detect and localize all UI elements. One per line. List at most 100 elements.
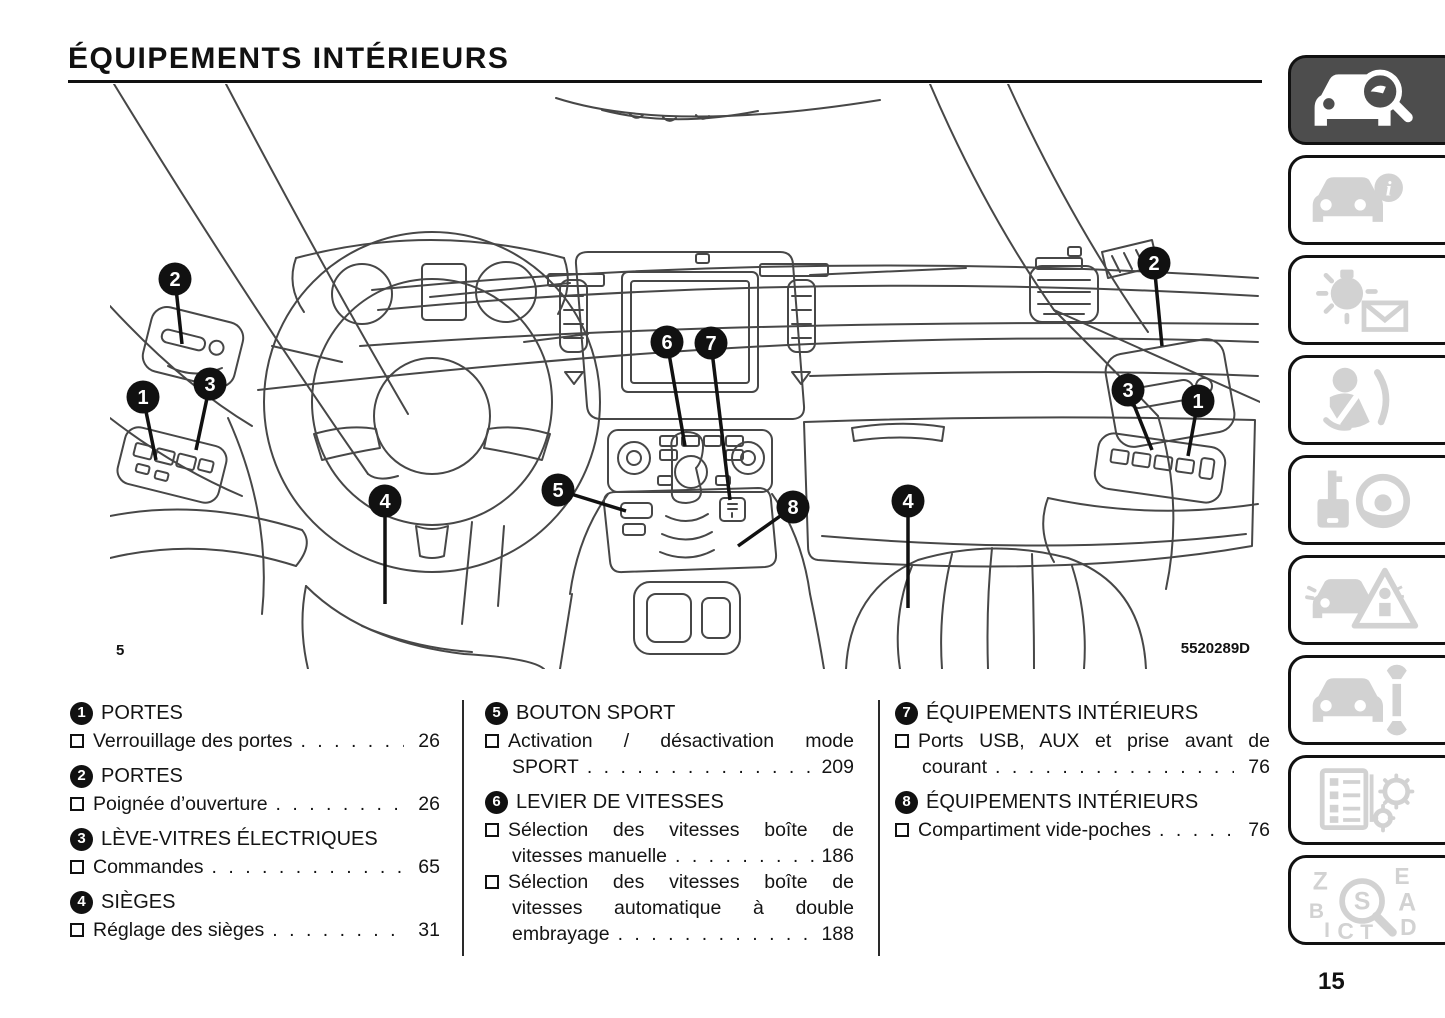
page-ref: 186	[821, 845, 854, 867]
index-entry-header: 5 BOUTON SPORT	[485, 700, 854, 726]
index-item-line: Ports USB, AUX et prise avant de	[895, 728, 1270, 754]
square-bullet-icon	[70, 923, 84, 937]
index-item-text: Ports USB, AUX et prise avant de	[918, 730, 1270, 752]
svg-text:3: 3	[1122, 380, 1133, 402]
svg-text:i: i	[1386, 176, 1392, 200]
callout-badge-4: 4	[368, 484, 402, 518]
index-item-text: vitesses manuelle	[512, 845, 667, 867]
svg-text:2: 2	[1148, 253, 1159, 275]
page-ref: 209	[821, 756, 854, 778]
callout-number-badge: 6	[485, 790, 508, 814]
dot-leader	[212, 854, 404, 880]
sidebar-tab-5[interactable]	[1288, 455, 1445, 545]
index-item-line: SPORT209	[485, 754, 854, 780]
square-bullet-icon	[485, 734, 499, 748]
dot-leader	[587, 754, 816, 780]
index-entry-title: LÈVE-VITRES ÉLECTRIQUES	[101, 828, 378, 850]
sidebar-tab-1[interactable]	[1288, 55, 1445, 145]
callout-number-badge: 8	[895, 790, 918, 814]
car-inspection-icon	[1314, 69, 1413, 126]
callout-number-badge: 5	[485, 701, 508, 725]
svg-text:I: I	[1324, 919, 1330, 939]
car-maintenance-icon	[1312, 664, 1407, 736]
page-number: 15	[1318, 968, 1345, 995]
square-bullet-icon	[70, 860, 84, 874]
index-item-text: Réglage des sièges	[93, 919, 265, 941]
svg-text:8: 8	[787, 497, 798, 519]
svg-text:3: 3	[204, 374, 215, 396]
square-bullet-icon	[485, 875, 499, 889]
occupant-safety-icon	[1323, 367, 1390, 431]
index-entry-title: ÉQUIPEMENTS INTÉRIEURS	[926, 702, 1199, 724]
svg-text:Z: Z	[1313, 869, 1328, 896]
emergency-triangle-icon	[1305, 567, 1419, 629]
callout-badge-5: 5	[541, 473, 575, 507]
index-item-line: courant76	[895, 754, 1270, 780]
index-item-line: Commandes65	[70, 854, 440, 880]
index-entry-title: LEVIER DE VITESSES	[516, 791, 724, 813]
callout-leader-line	[709, 342, 732, 501]
square-bullet-icon	[895, 734, 909, 748]
svg-text:4: 4	[379, 491, 391, 513]
index-entry-title: BOUTON SPORT	[516, 702, 676, 724]
callout-badge-1: 1	[126, 380, 160, 414]
svg-text:7: 7	[705, 333, 716, 355]
dot-leader	[1159, 817, 1234, 843]
index-item-line: Sélection des vitesses boîte de	[485, 869, 854, 895]
svg-text:6: 6	[661, 332, 672, 354]
title-underline	[68, 80, 1262, 83]
page-ref: 76	[1248, 819, 1270, 841]
index-item-text: Verrouillage des portes	[93, 730, 293, 752]
index-item-text: Poignée d’ouverture	[93, 793, 268, 815]
technical-data-icon	[1319, 768, 1415, 833]
callout-badge-8: 8	[776, 490, 810, 524]
index-item-text: embrayage	[512, 923, 610, 945]
index-entry: 6 LEVIER DE VITESSES Sélection des vitesse…	[485, 789, 854, 947]
index-item-line: embrayage188	[485, 921, 854, 947]
page-ref: 76	[1248, 756, 1270, 778]
index-item-line: Verrouillage des portes26	[70, 728, 440, 754]
callout-number-badge: 1	[70, 701, 93, 725]
dot-leader	[675, 843, 815, 869]
car-info-icon: i	[1312, 173, 1403, 222]
sidebar-tab-4[interactable]	[1288, 355, 1445, 445]
dot-leader	[618, 921, 816, 947]
sidebar-tab-7[interactable]	[1288, 655, 1445, 745]
sidebar-tab-2[interactable]: i	[1288, 155, 1445, 245]
svg-text:5: 5	[552, 480, 563, 502]
index-entry-title: SIÈGES	[101, 891, 176, 913]
page-ref: 26	[418, 793, 440, 815]
square-bullet-icon	[70, 734, 84, 748]
svg-text:E: E	[1394, 863, 1409, 889]
sidebar-tab-3[interactable]	[1288, 255, 1445, 345]
index-item-line: Réglage des sièges 31	[70, 917, 440, 943]
sidebar-tab-6[interactable]	[1288, 555, 1445, 645]
sidebar-tab-8[interactable]	[1288, 755, 1445, 845]
index-item-text: vitesses automatique à double	[512, 897, 854, 919]
page-ref: 31	[418, 919, 440, 941]
callout-leader-line	[665, 341, 687, 447]
svg-text:1: 1	[137, 387, 148, 409]
callout-badge-6: 6	[650, 325, 684, 359]
svg-text:4: 4	[902, 491, 914, 513]
key-steering-icon	[1317, 470, 1411, 529]
